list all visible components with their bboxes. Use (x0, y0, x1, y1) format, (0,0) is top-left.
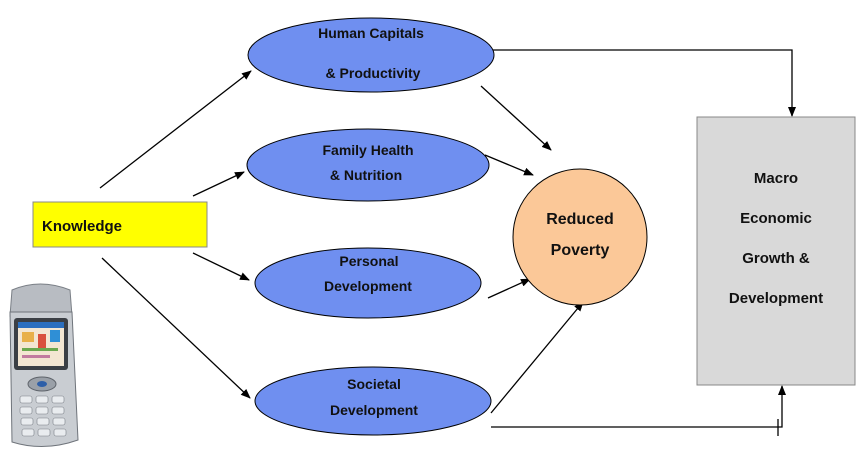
family-health-ellipse (246, 128, 490, 202)
reduced-poverty-line1: Reduced (546, 211, 614, 228)
arrow-human-capitals-to-macro (492, 49, 796, 117)
macro-line3: Growth & (742, 250, 810, 267)
mobile-phone-icon (9, 283, 79, 448)
knowledge-box (32, 201, 208, 248)
arrow-societal-development-to-poverty (490, 301, 584, 414)
human-capitals-ellipse (247, 17, 495, 93)
arrow-societal-development-to-macro (491, 385, 786, 428)
macro-box (696, 116, 856, 386)
societal-development-ellipse (254, 366, 492, 436)
personal-development-ellipse (254, 247, 482, 319)
reduced-poverty-line2: Poverty (551, 242, 610, 259)
knowledge-node: Knowledge (32, 201, 208, 248)
societal-development-line2: Development (330, 402, 418, 418)
connectors (99, 49, 796, 436)
human-capitals-line2: & Productivity (326, 65, 421, 81)
human-capitals-line1: Human Capitals (318, 25, 424, 41)
reduced-poverty-circle (512, 168, 648, 306)
macro-line2: Economic (740, 210, 812, 227)
arrow-knowledge-to-human-capitals (99, 70, 252, 189)
societal-development-line1: Societal (347, 376, 401, 392)
arrow-knowledge-to-societal-development (101, 257, 251, 399)
personal-development-line2: Development (324, 278, 412, 294)
human-capitals-node: Human Capitals & Productivity (247, 17, 495, 93)
arrow-personal-development-to-poverty (487, 278, 531, 299)
macro-node: Macro Economic Growth & Development (696, 116, 856, 386)
reduced-poverty-node: Reduced Poverty (512, 168, 648, 306)
knowledge-label: Knowledge (42, 218, 122, 235)
arrow-knowledge-to-family-health (192, 171, 245, 197)
family-health-node: Family Health & Nutrition (246, 128, 490, 202)
personal-development-line1: Personal (339, 253, 398, 269)
family-health-line2: & Nutrition (330, 167, 402, 183)
societal-development-node: Societal Development (254, 366, 492, 436)
macro-line1: Macro (754, 170, 798, 187)
macro-line4: Development (729, 290, 823, 307)
arrow-knowledge-to-personal-development (192, 252, 250, 281)
family-health-line1: Family Health (322, 142, 413, 158)
arrow-human-capitals-to-poverty (480, 85, 552, 151)
personal-development-node: Personal Development (254, 247, 482, 319)
arrow-family-health-to-poverty (484, 154, 534, 176)
